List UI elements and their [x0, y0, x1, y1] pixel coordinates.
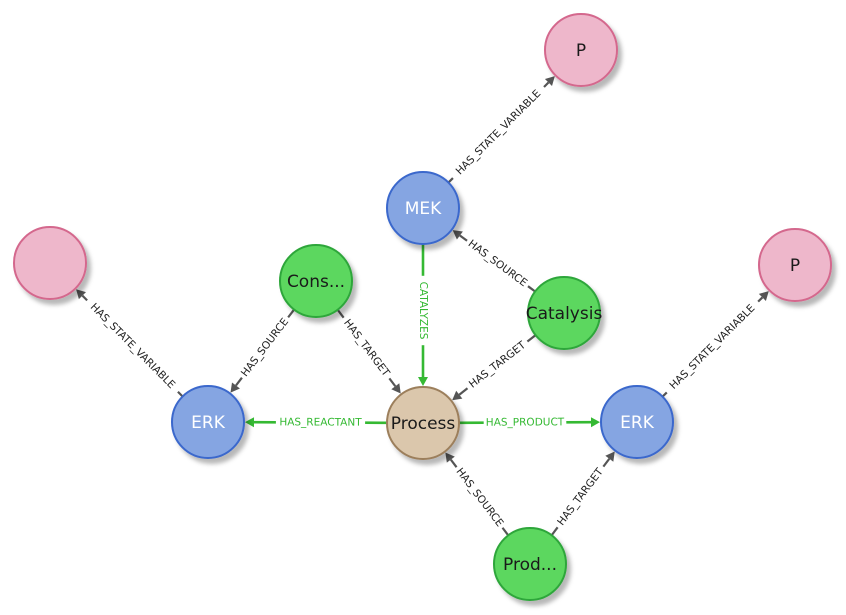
- edge-line: [501, 527, 510, 536]
- node-circle: [544, 13, 618, 87]
- edge-line: [235, 377, 243, 387]
- node-label: Cons...: [287, 272, 345, 292]
- edge-process-erk_left[interactable]: HAS_REACTANT: [244, 416, 388, 429]
- edge-label: HAS_TARGET: [467, 339, 529, 391]
- node-circle: [386, 386, 460, 460]
- node-erk_right[interactable]: ERK: [600, 385, 674, 459]
- edge-line: [388, 377, 397, 387]
- edge-line: [526, 334, 537, 343]
- node-label: Prod...: [503, 555, 557, 575]
- edge-erk_right-p_right[interactable]: HAS_STATE_VARIABLE: [661, 291, 769, 398]
- node-mek[interactable]: MEK: [386, 171, 460, 245]
- node-label: ERK: [191, 413, 226, 433]
- edge-line: [336, 309, 345, 319]
- edge-catalysis-mek[interactable]: HAS_SOURCE: [452, 230, 536, 293]
- node-circle: [171, 385, 245, 459]
- edge-label: HAS_TARGET: [341, 317, 392, 379]
- node-circle: [13, 226, 87, 300]
- arrowhead-icon: [590, 417, 601, 428]
- node-label: Process: [391, 414, 456, 434]
- node-label: ERK: [620, 413, 655, 433]
- arrowhead-icon: [230, 382, 240, 393]
- edge-label: HAS_PRODUCT: [486, 416, 565, 428]
- edge-line: [459, 234, 468, 242]
- node-catalysis[interactable]: Catalysis: [526, 276, 603, 350]
- arrowhead-icon: [452, 230, 463, 240]
- edge-label: CATALYZES: [417, 282, 429, 340]
- edge-line: [81, 294, 88, 302]
- edge-cons-process[interactable]: HAS_TARGET: [336, 309, 401, 394]
- arrowhead-icon: [418, 377, 428, 386]
- node-circle: [279, 244, 353, 318]
- edge-process-erk_right[interactable]: HAS_PRODUCT: [458, 416, 601, 429]
- edge-line: [287, 308, 295, 319]
- node-label: P: [790, 256, 800, 276]
- arrowhead-icon: [244, 417, 255, 428]
- edge-mek-p_top[interactable]: HAS_STATE_VARIABLE: [447, 76, 555, 184]
- edges-layer: HAS_STATE_VARIABLE HAS_SOURCE CATALYZES HAS…: [76, 76, 769, 536]
- arrowhead-icon: [605, 451, 615, 462]
- node-circle: [527, 276, 601, 350]
- node-process[interactable]: Process: [386, 386, 460, 460]
- edge-label: HAS_SOURCE: [453, 466, 505, 529]
- node-p_right[interactable]: P: [758, 228, 832, 302]
- node-circle: [386, 171, 460, 245]
- edge-label: HAS_REACTANT: [279, 416, 362, 428]
- edge-label: HAS_STATE_VARIABLE: [88, 301, 177, 391]
- node-circle: [600, 385, 674, 459]
- edge-label: HAS_SOURCE: [239, 316, 291, 379]
- node-prod[interactable]: Prod...: [493, 527, 567, 601]
- node-p_top[interactable]: P: [544, 13, 618, 87]
- node-circle: [758, 228, 832, 302]
- nodes-layer: P MEK Cons... Catalysis P ERK Process ERK Prod..…: [13, 13, 832, 601]
- node-erk_left[interactable]: ERK: [171, 385, 245, 459]
- edge-line: [447, 177, 454, 184]
- edge-label: HAS_STATE_VARIABLE: [454, 88, 544, 178]
- node-cons[interactable]: Cons...: [279, 244, 353, 318]
- node-label: Catalysis: [526, 304, 603, 324]
- node-blank[interactable]: [13, 226, 87, 300]
- edge-prod-erk_right[interactable]: HAS_TARGET: [550, 451, 615, 536]
- edge-label: HAS_TARGET: [555, 466, 606, 528]
- edge-line: [458, 387, 469, 396]
- arrowhead-icon: [452, 390, 463, 401]
- edge-mek-process[interactable]: CATALYZES: [417, 244, 429, 386]
- edge-erk_left-blank[interactable]: HAS_STATE_VARIABLE: [76, 289, 184, 398]
- edge-label: HAS_SOURCE: [466, 238, 530, 290]
- arrowhead-icon: [391, 383, 401, 394]
- arrowhead-icon: [758, 291, 769, 301]
- edge-catalysis-process[interactable]: HAS_TARGET: [452, 334, 537, 401]
- node-label: MEK: [405, 199, 442, 219]
- edge-line: [527, 285, 536, 293]
- arrowhead-icon: [76, 289, 86, 300]
- edge-prod-process[interactable]: HAS_SOURCE: [445, 452, 510, 536]
- edge-cons-erk_left[interactable]: HAS_SOURCE: [230, 308, 295, 393]
- arrowhead-icon: [445, 452, 455, 463]
- edge-line: [543, 81, 550, 88]
- node-label: P: [576, 41, 586, 61]
- edge-line: [602, 458, 611, 468]
- edge-line: [550, 526, 559, 536]
- edge-line: [757, 296, 764, 303]
- node-circle: [493, 527, 567, 601]
- edge-line: [449, 458, 458, 468]
- arrowhead-icon: [544, 76, 555, 87]
- edge-label: HAS_STATE_VARIABLE: [667, 302, 757, 391]
- edge-line: [177, 390, 184, 398]
